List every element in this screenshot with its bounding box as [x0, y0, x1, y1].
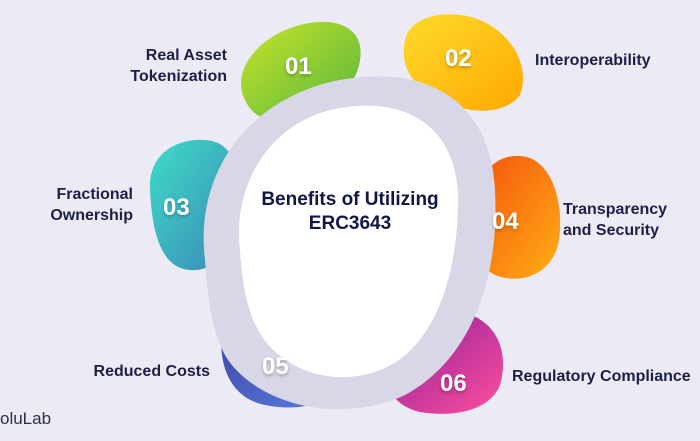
center-blob: [238, 105, 458, 378]
number-02: 02: [445, 45, 472, 72]
label-06: Regulatory Compliance: [512, 368, 691, 385]
number-05: 05: [262, 353, 289, 380]
blob-02: [403, 14, 524, 111]
title-line-1: Benefits of Utilizing: [261, 189, 439, 210]
logo: oluLab: [0, 409, 52, 428]
title-line-2: ERC3643: [308, 213, 392, 234]
number-01: 01: [285, 53, 312, 80]
number-04: 04: [492, 208, 519, 235]
label-05: Reduced Costs: [93, 363, 210, 380]
number-03: 03: [163, 194, 190, 221]
number-06: 06: [440, 370, 467, 397]
label-02: Interoperability: [535, 52, 651, 69]
